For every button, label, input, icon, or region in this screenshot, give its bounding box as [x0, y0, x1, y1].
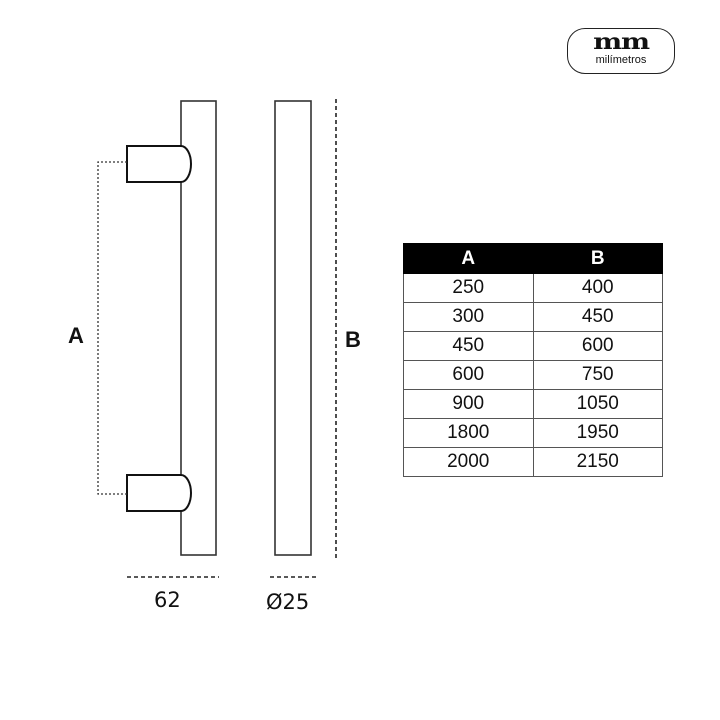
table-cell-a: 450	[403, 331, 534, 361]
table-cell-b: 750	[532, 360, 663, 390]
table-header-b: B	[532, 243, 663, 274]
table-cell-b: 450	[532, 302, 663, 332]
table-cell-b: 400	[532, 273, 663, 303]
dimension-a-line	[97, 161, 127, 495]
table-cell-b: 1050	[532, 389, 663, 419]
table-cell-b: 600	[532, 331, 663, 361]
table-row: 600 750	[403, 360, 663, 390]
table-cell-b: 2150	[532, 447, 663, 477]
table-cell-b: 1950	[532, 418, 663, 448]
table-cell-a: 300	[403, 302, 534, 332]
label-width: 62	[154, 588, 181, 612]
table-row: 1800 1950	[403, 418, 663, 448]
label-b: B	[345, 327, 361, 352]
handle-bar-front-view	[274, 100, 312, 556]
size-table: A B 250 400 300 450 450 600 600 750 900 …	[403, 243, 663, 477]
table-row: 250 400	[403, 273, 663, 303]
logo-mark: mm	[593, 29, 650, 55]
upper-standoff	[126, 145, 192, 183]
table-row: 900 1050	[403, 389, 663, 419]
table-row: 300 450	[403, 302, 663, 332]
table-header-row: A B	[403, 243, 663, 274]
table-header-a: A	[403, 243, 534, 274]
brand-logo: mm milímetros	[567, 28, 675, 74]
table-cell-a: 2000	[403, 447, 534, 477]
table-cell-a: 1800	[403, 418, 534, 448]
table-row: 450 600	[403, 331, 663, 361]
lower-standoff	[126, 474, 192, 512]
table-cell-a: 250	[403, 273, 534, 303]
table-cell-a: 600	[403, 360, 534, 390]
table-row: 2000 2150	[403, 447, 663, 477]
label-a: A	[68, 323, 84, 348]
logo-subtitle: milímetros	[595, 54, 647, 66]
table-cell-a: 900	[403, 389, 534, 419]
label-diameter: Ø25	[266, 590, 310, 614]
